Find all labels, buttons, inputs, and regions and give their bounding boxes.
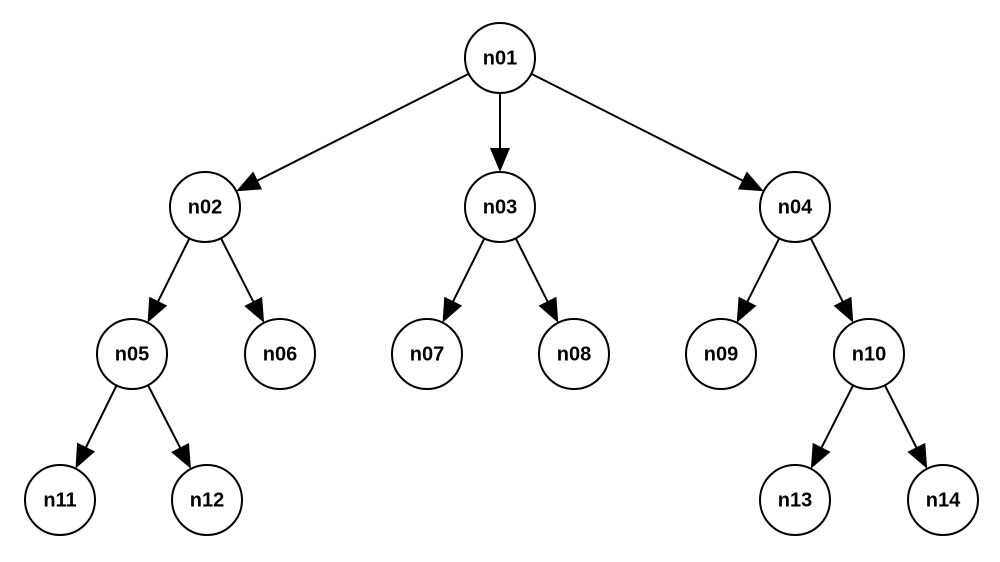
arrowhead-icon (244, 296, 265, 323)
node-circle (171, 464, 243, 536)
node-label: n02 (188, 196, 222, 218)
arrowhead-icon (490, 148, 510, 172)
arrowhead-icon (907, 442, 928, 469)
node-n08: n08 (538, 318, 610, 390)
arrowhead-icon (147, 296, 168, 323)
node-circle (24, 464, 96, 536)
node-label: n10 (852, 343, 886, 365)
edge-n03-n07 (442, 237, 486, 323)
node-circle (907, 464, 979, 536)
edge-n02-n05 (147, 237, 191, 323)
node-circle (244, 318, 316, 390)
node-n06: n06 (244, 318, 316, 390)
arrowhead-icon (442, 296, 463, 323)
node-label: n12 (190, 489, 224, 511)
edge-n04-n09 (736, 237, 781, 323)
node-n03: n03 (464, 171, 536, 243)
arrowhead-icon (171, 442, 192, 469)
edge-n01-n03 (490, 93, 510, 172)
nodes-layer: n01 n02 n03 n04 n05 n06 n07 n08 n09 n10 n11 n12 n13 n… (24, 22, 979, 536)
edges-layer (75, 72, 928, 469)
node-label: n11 (43, 489, 76, 511)
node-circle (685, 318, 757, 390)
edge-line (819, 384, 855, 450)
arrowhead-icon (736, 296, 757, 323)
node-circle (833, 318, 905, 390)
arrowhead-icon (75, 442, 96, 469)
node-circle (759, 171, 831, 243)
edge-n02-n06 (220, 237, 265, 323)
node-label: n07 (410, 343, 444, 365)
node-n14: n14 (907, 464, 979, 536)
edge-line (451, 237, 486, 304)
edge-n05-n11 (75, 384, 118, 469)
edge-n01-n02 (236, 72, 470, 192)
node-n10: n10 (833, 318, 905, 390)
node-n04: n04 (759, 171, 831, 243)
edge-line (255, 72, 470, 183)
edge-n01-n04 (530, 72, 764, 192)
edge-line (156, 237, 191, 304)
edge-line (883, 384, 919, 450)
edge-line (84, 384, 118, 450)
arrowhead-icon (236, 171, 263, 192)
node-n09: n09 (685, 318, 757, 390)
node-n12: n12 (171, 464, 243, 536)
node-label: n09 (704, 343, 738, 365)
edge-n03-n08 (514, 237, 559, 323)
node-label: n06 (263, 343, 297, 365)
node-label: n08 (557, 343, 591, 365)
node-label: n14 (926, 489, 961, 511)
node-circle (464, 171, 536, 243)
edge-n04-n10 (809, 237, 854, 323)
edge-n10-n13 (810, 384, 855, 469)
edge-line (220, 237, 255, 304)
edge-line (530, 72, 745, 183)
node-label: n03 (483, 196, 517, 218)
node-n05: n05 (96, 318, 168, 390)
node-n07: n07 (391, 318, 463, 390)
node-label: n05 (115, 343, 149, 365)
edge-line (745, 237, 781, 304)
node-label: n04 (778, 196, 813, 218)
node-n01: n01 (464, 22, 536, 94)
node-label: n13 (778, 489, 812, 511)
arrowhead-icon (810, 442, 831, 469)
edge-line (514, 237, 550, 304)
node-circle (538, 318, 610, 390)
node-circle (96, 318, 168, 390)
node-circle (391, 318, 463, 390)
node-circle (464, 22, 536, 94)
arrowhead-icon (538, 296, 559, 323)
node-n13: n13 (759, 464, 831, 536)
node-n11: n11 (24, 464, 96, 536)
edge-line (809, 237, 845, 304)
arrowhead-icon (737, 171, 764, 192)
node-circle (759, 464, 831, 536)
arrowhead-icon (833, 296, 854, 323)
node-n02: n02 (169, 171, 241, 243)
edge-n10-n14 (883, 384, 928, 469)
node-label: n01 (483, 47, 517, 69)
edge-line (147, 384, 182, 450)
node-circle (169, 171, 241, 243)
edge-n05-n12 (147, 384, 192, 469)
